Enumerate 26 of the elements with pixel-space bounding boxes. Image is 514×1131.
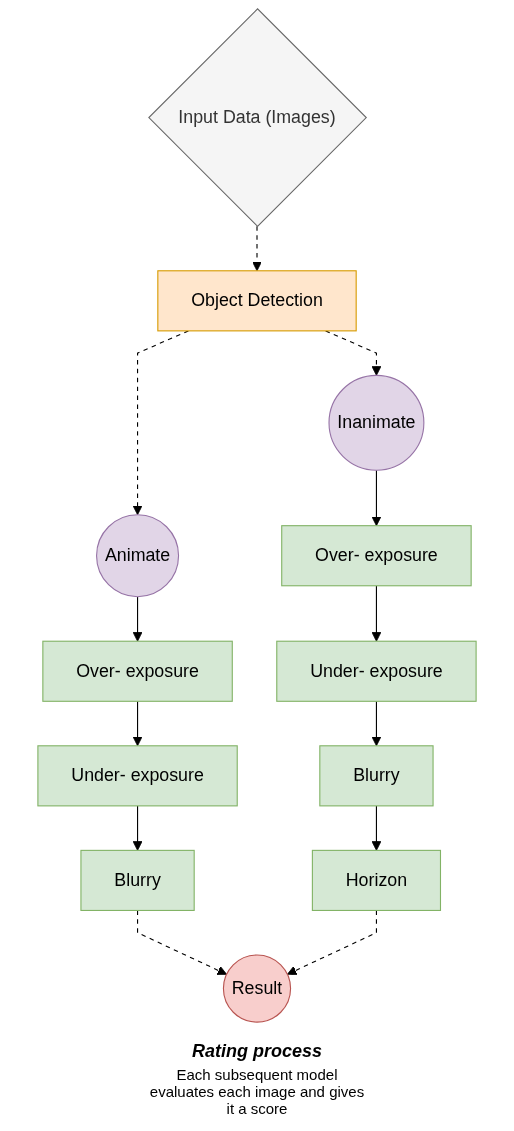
- node-box: Blurry: [80, 849, 195, 911]
- arrow: [371, 585, 382, 642]
- node-box: Over- exposure: [42, 640, 233, 702]
- arrow: [132, 700, 143, 747]
- node-circle: Inanimate: [328, 374, 425, 471]
- node-diamond: Input Data (Images): [148, 8, 368, 228]
- section-heading: Rating process: [190, 1041, 323, 1062]
- arrow: [252, 225, 262, 272]
- arrow: [371, 805, 382, 851]
- arrow: [132, 596, 143, 642]
- node-box: Blurry: [319, 745, 434, 807]
- arrow: [137, 909, 228, 975]
- node-box: Under- exposure: [276, 640, 477, 702]
- node-circle: Animate: [96, 514, 180, 598]
- node-box: Under- exposure: [37, 745, 238, 807]
- arrow: [132, 805, 143, 851]
- note-text: Each subsequent model evaluates each image and gives it a score: [148, 1066, 366, 1117]
- arrow: [132, 330, 189, 516]
- arrow: [325, 330, 382, 376]
- arrow: [286, 909, 377, 975]
- node-circle: Result: [222, 954, 292, 1023]
- arrow: [371, 469, 382, 527]
- node-box: Horizon: [311, 849, 442, 911]
- arrow: [371, 700, 382, 747]
- node-box: Over- exposure: [281, 525, 472, 587]
- node-box: Object Detection: [157, 270, 357, 332]
